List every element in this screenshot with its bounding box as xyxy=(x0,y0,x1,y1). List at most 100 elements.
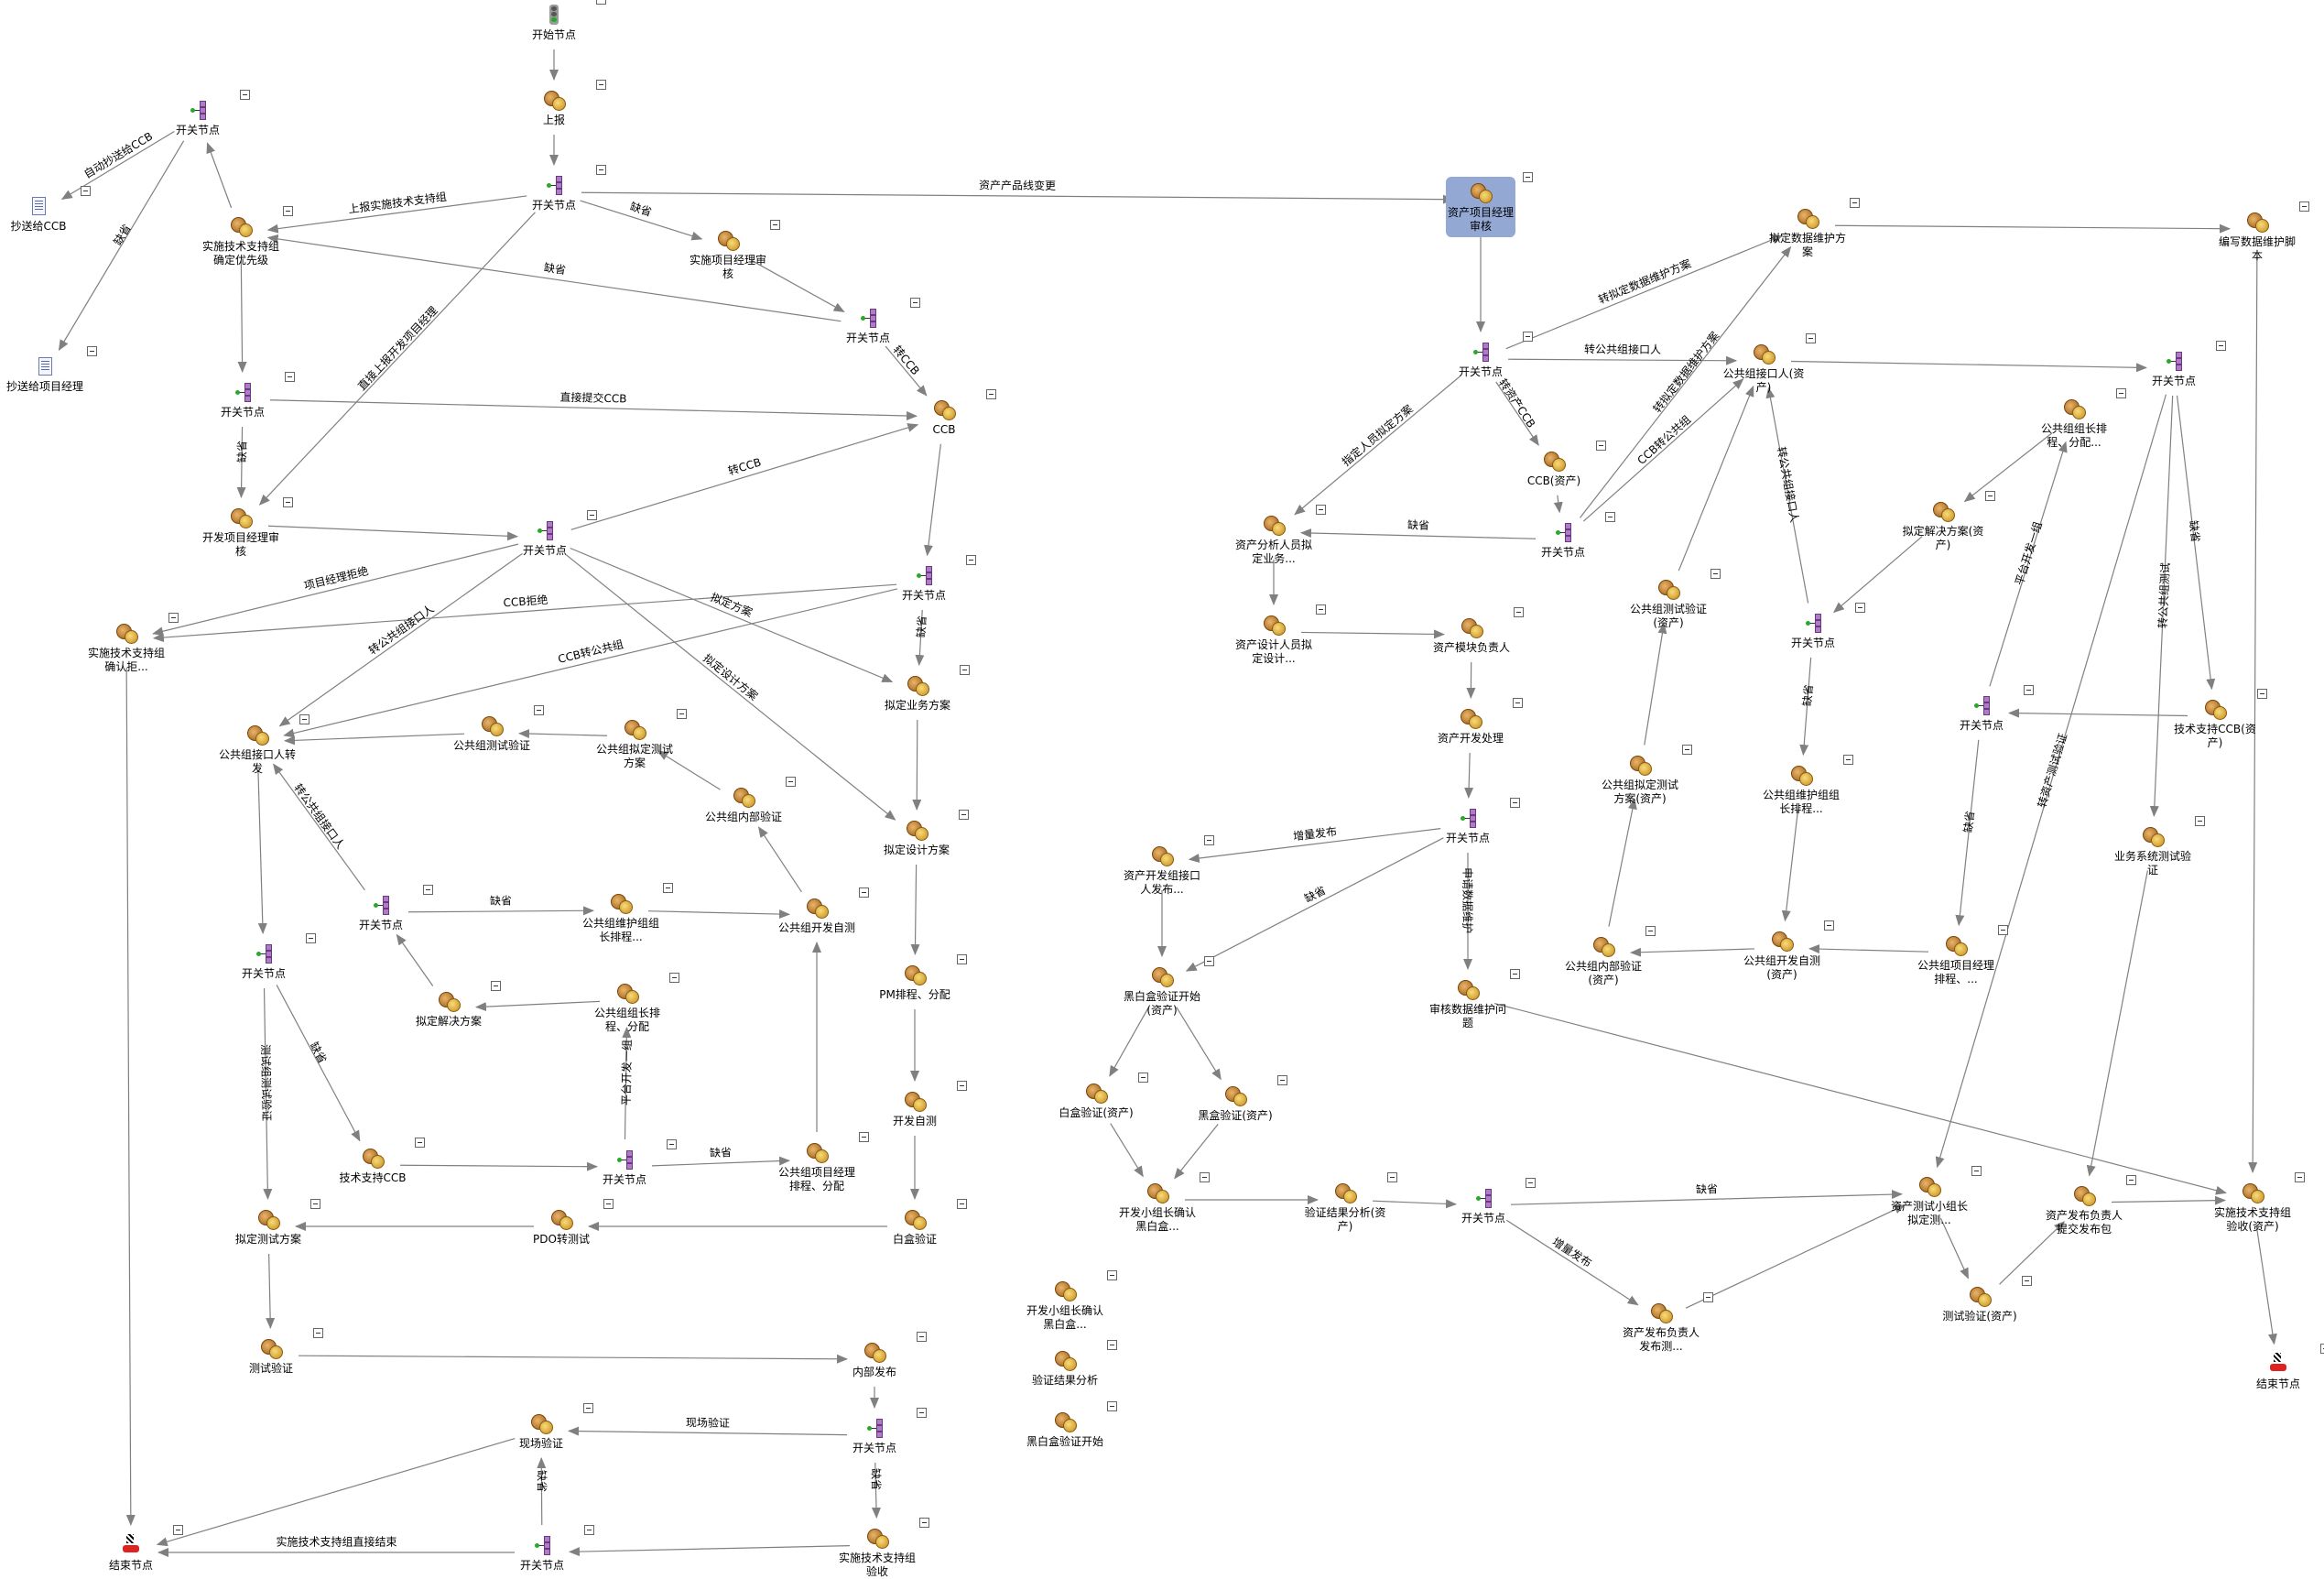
workflow-node-task[interactable]: 黑白盒验证开始 xyxy=(1015,1410,1115,1449)
workflow-node-end[interactable]: 结束节点 xyxy=(2228,1352,2324,1391)
workflow-node-task[interactable]: 内部发布 xyxy=(824,1340,925,1379)
workflow-node-switch[interactable]: 开关节点 xyxy=(1763,611,1863,650)
collapse-toggle-icon[interactable] xyxy=(1107,1340,1117,1350)
transition-edge[interactable] xyxy=(1785,810,1797,920)
collapse-toggle-icon[interactable] xyxy=(583,1403,593,1413)
collapse-toggle-icon[interactable] xyxy=(240,90,250,100)
workflow-node-task[interactable]: 实施技术支持组确认拒... xyxy=(76,621,177,674)
workflow-node-task[interactable]: 实施技术支持组验收 xyxy=(827,1526,928,1579)
collapse-toggle-icon[interactable] xyxy=(1523,332,1533,342)
collapse-toggle-icon[interactable] xyxy=(2257,689,2267,699)
collapse-toggle-icon[interactable] xyxy=(1596,441,1606,451)
collapse-toggle-icon[interactable] xyxy=(283,206,293,216)
transition-edge[interactable] xyxy=(1791,362,2146,368)
collapse-toggle-icon[interactable] xyxy=(1526,1178,1536,1188)
collapse-toggle-icon[interactable] xyxy=(1998,925,2008,935)
collapse-toggle-icon[interactable] xyxy=(677,709,687,719)
collapse-toggle-icon[interactable] xyxy=(2320,1344,2324,1354)
collapse-toggle-icon[interactable] xyxy=(1806,333,1816,343)
collapse-toggle-icon[interactable] xyxy=(81,186,91,196)
collapse-toggle-icon[interactable] xyxy=(1985,491,1995,501)
workflow-node-task[interactable]: 编写数据维护脚本 xyxy=(2207,210,2308,263)
transition-edge[interactable] xyxy=(1301,533,1536,539)
workflow-node-task[interactable]: 资产测试小组长拟定测... xyxy=(1879,1174,1980,1227)
transition-edge[interactable] xyxy=(1110,1007,1148,1076)
transition-edge[interactable] xyxy=(285,734,464,741)
collapse-toggle-icon[interactable] xyxy=(285,372,295,382)
workflow-node-task[interactable]: 公共组维护组组长排程... xyxy=(570,891,671,944)
transition-edge[interactable] xyxy=(928,444,941,555)
collapse-toggle-icon[interactable] xyxy=(313,1328,323,1338)
transition-edge[interactable] xyxy=(1645,624,1664,746)
transition-edge[interactable] xyxy=(157,1439,515,1545)
transition-edge[interactable] xyxy=(400,1165,597,1167)
workflow-node-task[interactable]: 实施技术支持组验收(资产) xyxy=(2202,1181,2303,1234)
workflow-node-task[interactable]: 公共组项目经理排程、分配 xyxy=(766,1140,867,1193)
transition-edge[interactable] xyxy=(1175,1124,1218,1178)
workflow-node-task[interactable]: 公共组组长排程、分配 xyxy=(577,981,678,1034)
transition-edge[interactable] xyxy=(299,1356,847,1359)
transition-edge[interactable] xyxy=(1506,1220,1638,1305)
collapse-toggle-icon[interactable] xyxy=(596,165,606,175)
workflow-node-task[interactable]: 黑盒验证(资产) xyxy=(1185,1084,1286,1123)
collapse-toggle-icon[interactable] xyxy=(415,1138,425,1148)
workflow-node-task[interactable]: 开发小组长确认黑白盒... xyxy=(1015,1279,1115,1332)
workflow-node-task[interactable]: 验证结果分析 xyxy=(1015,1348,1115,1388)
workflow-node-task[interactable]: CCB xyxy=(894,397,994,437)
workflow-node-task[interactable]: 公共组测试验证 xyxy=(441,713,542,753)
transition-edge[interactable] xyxy=(1686,1205,1905,1308)
workflow-node-switch[interactable]: 开关节点 xyxy=(824,1416,925,1455)
transition-edge[interactable] xyxy=(258,769,263,933)
workflow-node-switch[interactable]: 开关节点 xyxy=(213,942,314,981)
collapse-toggle-icon[interactable] xyxy=(957,954,967,964)
collapse-toggle-icon[interactable] xyxy=(1514,607,1524,617)
workflow-node-task[interactable]: PDO转测试 xyxy=(511,1207,612,1247)
collapse-toggle-icon[interactable] xyxy=(173,1525,183,1535)
workflow-node-task[interactable]: 公共组项目经理排程、... xyxy=(1906,933,2006,986)
collapse-toggle-icon[interactable] xyxy=(587,510,597,520)
transition-edge[interactable] xyxy=(1187,838,1444,971)
workflow-node-task[interactable]: 业务系统测试验证 xyxy=(2102,824,2203,877)
workflow-node-task[interactable]: 技术支持CCB(资产) xyxy=(2165,697,2265,750)
transition-edge[interactable] xyxy=(2090,870,2148,1175)
transition-edge[interactable] xyxy=(571,425,918,530)
transition-edge[interactable] xyxy=(570,1546,850,1552)
collapse-toggle-icon[interactable] xyxy=(596,80,606,90)
collapse-toggle-icon[interactable] xyxy=(1107,1270,1117,1280)
collapse-toggle-icon[interactable] xyxy=(1710,569,1721,579)
workflow-node-switch[interactable]: 开关节点 xyxy=(1417,806,1518,845)
collapse-toggle-icon[interactable] xyxy=(669,973,679,983)
collapse-toggle-icon[interactable] xyxy=(1316,505,1326,515)
collapse-toggle-icon[interactable] xyxy=(306,933,316,943)
workflow-node-switch[interactable]: 开关节点 xyxy=(1433,1186,1534,1225)
workflow-node-task[interactable]: 公共组拟定测试方案(资产) xyxy=(1590,753,1690,806)
workflow-node-task[interactable]: 技术支持CCB xyxy=(322,1146,423,1185)
workflow-node-task[interactable]: 资产模块负责人 xyxy=(1421,615,1522,655)
collapse-toggle-icon[interactable] xyxy=(1682,745,1692,755)
workflow-node-switch[interactable]: 开关节点 xyxy=(1513,520,1613,560)
transition-edge[interactable] xyxy=(1609,799,1634,926)
workflow-node-switch[interactable]: 开关节点 xyxy=(504,173,604,212)
transition-edge[interactable] xyxy=(396,935,432,986)
collapse-toggle-icon[interactable] xyxy=(957,1081,967,1091)
collapse-toggle-icon[interactable] xyxy=(917,1408,927,1418)
collapse-toggle-icon[interactable] xyxy=(1277,1075,1287,1085)
workflow-node-switch[interactable]: 开关节点 xyxy=(874,563,974,603)
workflow-node-task[interactable]: 拟定设计方案 xyxy=(866,818,967,857)
collapse-toggle-icon[interactable] xyxy=(1971,1166,1982,1176)
transition-edge[interactable] xyxy=(1506,235,1782,348)
workflow-node-switch[interactable]: 开关节点 xyxy=(1931,693,2032,733)
collapse-toggle-icon[interactable] xyxy=(2299,201,2309,212)
workflow-node-task[interactable]: 拟定解决方案 xyxy=(398,989,499,1029)
transition-edge[interactable] xyxy=(269,1254,271,1328)
collapse-toggle-icon[interactable] xyxy=(1850,198,1860,208)
workflow-node-task[interactable]: 公共组接口人转发 xyxy=(207,723,308,776)
transition-edge[interactable] xyxy=(917,720,918,810)
workflow-node-switch[interactable]: 开关节点 xyxy=(494,518,595,558)
workflow-node-task[interactable]: PM排程、分配 xyxy=(864,963,965,1002)
workflow-node-task[interactable]: 公共组内部验证 xyxy=(693,785,794,824)
transition-edge[interactable] xyxy=(62,131,175,199)
collapse-toggle-icon[interactable] xyxy=(1316,604,1326,615)
workflow-node-task[interactable]: 开发小组长确认黑白盒... xyxy=(1107,1181,1208,1234)
transition-edge[interactable] xyxy=(1940,1218,1968,1278)
